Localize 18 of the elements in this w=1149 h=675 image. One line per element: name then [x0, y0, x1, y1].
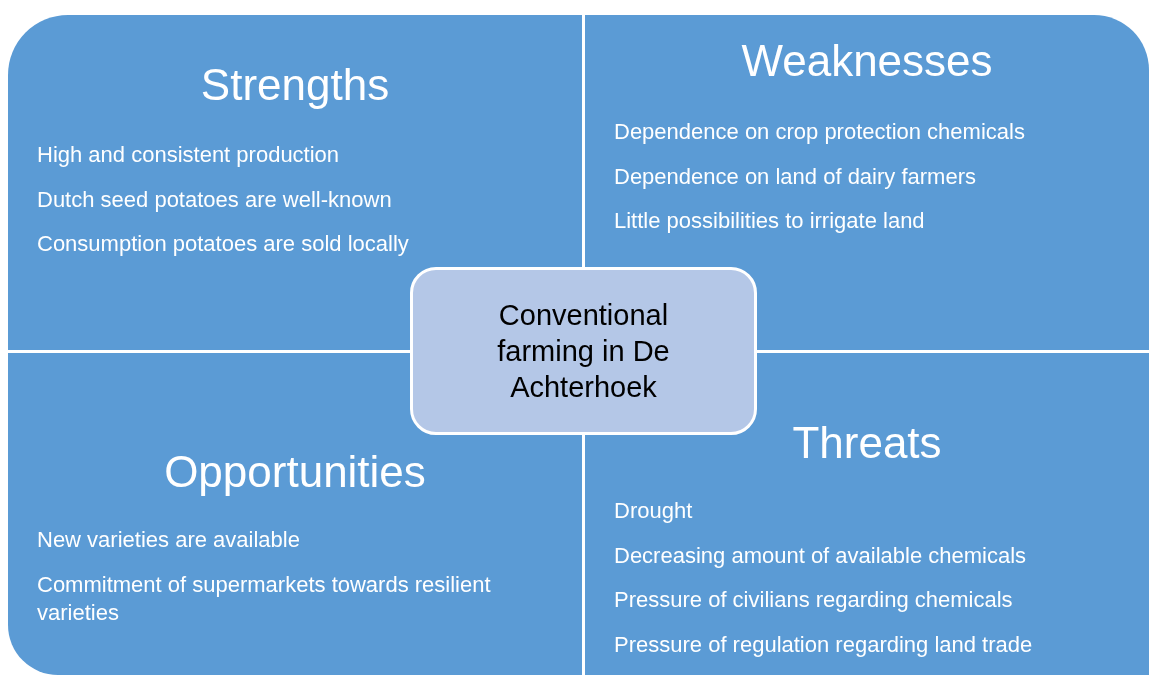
- swot-item: Consumption potatoes are sold locally: [37, 230, 410, 258]
- swot-item: Dependence on land of dairy farmers: [614, 162, 977, 191]
- center-text: Conventional farming in De Achterhoek: [496, 298, 671, 405]
- swot-item: Dependence on crop protection chemicals: [614, 118, 1026, 146]
- swot-item: Commitment of supermarkets towards resilient varieties: [37, 570, 492, 627]
- swot-item: Decreasing amount of available chemicals: [614, 541, 1028, 570]
- quadrant-heading: Threats: [791, 418, 943, 468]
- quadrant-heading: Strengths: [199, 60, 391, 110]
- swot-item: Dutch seed potatoes are well-known: [37, 185, 393, 214]
- swot-item: Pressure of civilians regarding chemicals: [614, 586, 1014, 614]
- swot-item: High and consistent production: [37, 141, 341, 169]
- quadrant-heading: Opportunities: [163, 447, 427, 497]
- quadrant-heading: Weaknesses: [740, 36, 994, 86]
- swot-item: New varieties are available: [37, 526, 301, 554]
- swot-item: Drought: [614, 497, 694, 525]
- swot-item: Pressure of regulation regarding land trade: [614, 630, 1034, 659]
- center-box: [410, 267, 757, 435]
- swot-item: Little possibilities to irrigate land: [614, 207, 926, 235]
